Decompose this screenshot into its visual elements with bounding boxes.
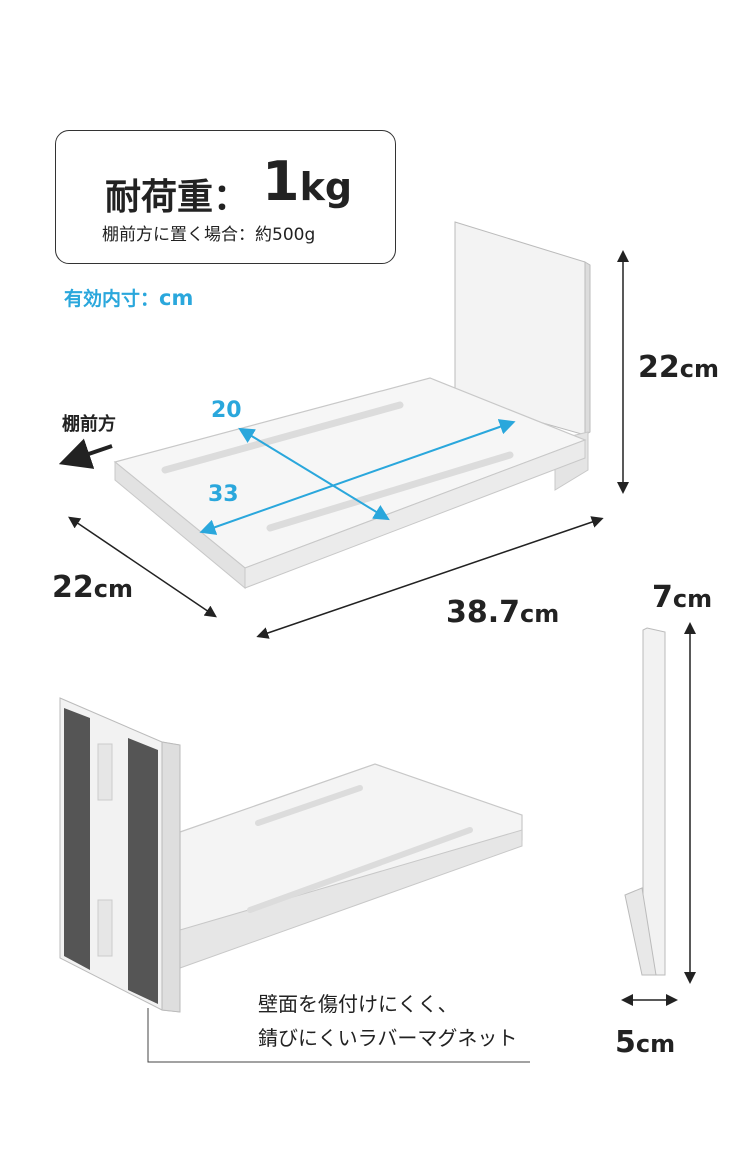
shelf-top-view [113,221,591,590]
caption-line-2: 錆びにくいラバーマグネット [258,1026,518,1050]
front-arrow [58,438,113,469]
width-dimension: 38.7cm [446,595,560,630]
shelf-back-view [59,697,523,1013]
inner-width-value: 33 [208,482,239,507]
magnet-strip-right [128,738,158,1004]
load-unit: kg [299,165,353,209]
load-front-note: 棚前方に置く場合：約500g [102,225,316,245]
depth-dimension: 22cm [52,570,133,605]
load-capacity-box [55,130,396,264]
front-label: 棚前方 [62,414,116,435]
caption-line-1: 壁面を傷付けにくく、 [258,992,458,1016]
shelf-side-view [624,627,666,976]
load-number: 1 [262,150,300,213]
load-value: 1kg [262,150,352,213]
height-dimension: 22cm [638,350,719,385]
inner-width-arrow [199,419,516,535]
load-label: 耐荷重： [105,177,250,218]
caption-leader [147,1008,530,1063]
depth-arrow [68,516,217,618]
inner-dims-label: 有効内寸：cm [64,286,194,310]
side-height-dimension: 7cm [652,580,713,615]
magnet-strip-left [64,708,90,970]
side-depth-dimension: 5cm [615,1025,676,1060]
width-arrow [256,516,604,639]
inner-depth-value: 20 [211,398,242,423]
